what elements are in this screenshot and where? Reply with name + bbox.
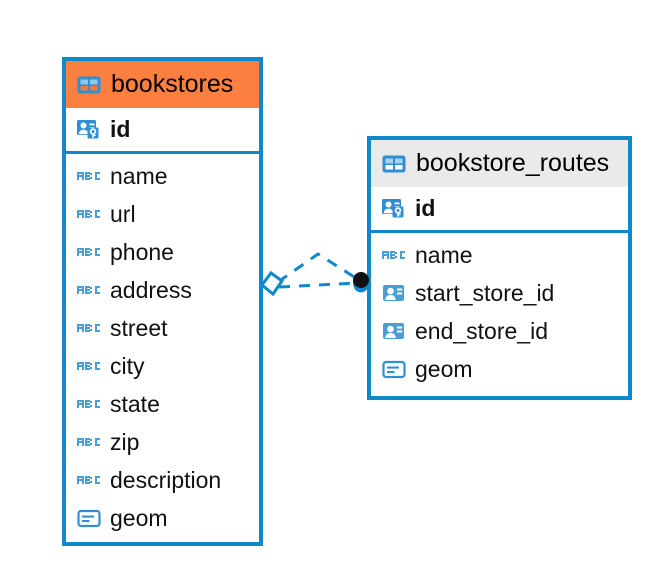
abc-text-icon: [76, 277, 102, 303]
field-row-city[interactable]: city: [66, 347, 259, 385]
abc-text-icon: [76, 239, 102, 265]
abc-text-icon: [76, 201, 102, 227]
table-icon: [76, 72, 102, 98]
entity-header-bookstores[interactable]: bookstores: [66, 61, 259, 108]
foreign-key-icon: [381, 280, 407, 306]
field-row-geom[interactable]: geom: [66, 499, 259, 537]
field-row-id[interactable]: id: [371, 189, 628, 227]
primary-key-icon: [76, 116, 102, 142]
field-row-street[interactable]: street: [66, 309, 259, 347]
entity-bookstores[interactable]: bookstores id: [62, 57, 263, 546]
abc-text-icon: [76, 315, 102, 341]
field-label-address: address: [110, 276, 192, 303]
primary-key-section-bookstores: id: [66, 108, 259, 154]
geometry-icon: [76, 505, 102, 531]
field-row-description[interactable]: description: [66, 461, 259, 499]
table-icon: [381, 151, 407, 177]
field-row-end-store-id[interactable]: end_store_id: [371, 312, 628, 350]
field-label-geom: geom: [110, 504, 168, 531]
geometry-icon: [381, 356, 407, 382]
abc-text-icon: [381, 242, 407, 268]
entity-title-bookstores: bookstores: [111, 70, 234, 98]
field-row-id[interactable]: id: [66, 110, 259, 148]
field-label-city: city: [110, 352, 145, 379]
field-label-id: id: [415, 194, 436, 221]
field-row-phone[interactable]: phone: [66, 233, 259, 271]
field-row-address[interactable]: address: [66, 271, 259, 309]
field-row-geom[interactable]: geom: [371, 350, 628, 388]
field-label-url: url: [110, 200, 136, 227]
field-label-id: id: [110, 115, 131, 142]
abc-text-icon: [76, 391, 102, 417]
field-label-start-store-id: start_store_id: [415, 279, 555, 306]
field-label-name: name: [110, 162, 168, 189]
diamond-marker: [259, 270, 285, 297]
field-row-zip[interactable]: zip: [66, 423, 259, 461]
entity-title-bookstore-routes: bookstore_routes: [416, 149, 610, 177]
field-label-geom: geom: [415, 355, 473, 382]
entity-header-bookstore-routes[interactable]: bookstore_routes: [371, 140, 628, 187]
field-section-bookstores: name u: [66, 154, 259, 542]
field-label-zip: zip: [110, 428, 140, 455]
abc-text-icon: [76, 467, 102, 493]
field-label-end-store-id: end_store_id: [415, 317, 548, 344]
field-label-street: street: [110, 314, 168, 341]
field-row-state[interactable]: state: [66, 385, 259, 423]
foreign-key-icon: [381, 318, 407, 344]
field-section-bookstore-routes: name start_store_id: [371, 233, 628, 396]
field-label-state: state: [110, 390, 160, 417]
field-row-name[interactable]: name: [371, 236, 628, 274]
field-row-url[interactable]: url: [66, 195, 259, 233]
field-label-name: name: [415, 241, 473, 268]
relationship-line-upper: [277, 252, 360, 284]
abc-text-icon: [76, 353, 102, 379]
relationship-line-lower: [278, 281, 359, 289]
field-label-phone: phone: [110, 238, 174, 265]
field-row-start-store-id[interactable]: start_store_id: [371, 274, 628, 312]
field-label-description: description: [110, 466, 222, 493]
entity-bookstore-routes[interactable]: bookstore_routes: [367, 136, 632, 400]
abc-text-icon: [76, 429, 102, 455]
primary-key-section-bookstore-routes: id: [371, 187, 628, 233]
relationship-connector[interactable]: [258, 240, 374, 320]
field-row-name[interactable]: name: [66, 157, 259, 195]
abc-text-icon: [76, 163, 102, 189]
primary-key-icon: [381, 195, 407, 221]
